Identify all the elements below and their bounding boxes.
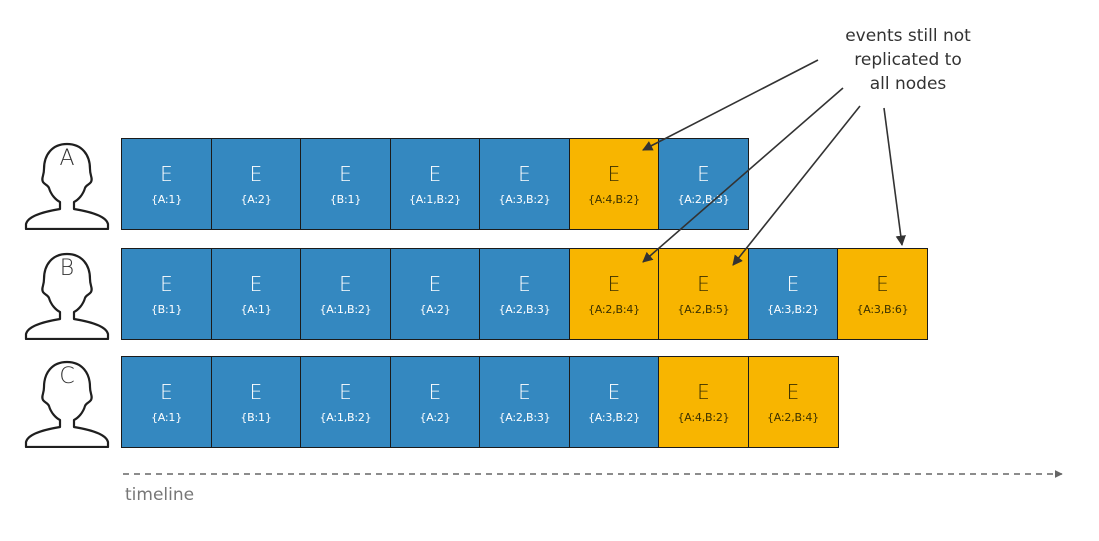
event-letter: E xyxy=(249,271,263,296)
vector-clock: {A:4,B:2} xyxy=(677,410,730,424)
node-label: B xyxy=(59,256,75,281)
vector-clock: {A:3,B:2} xyxy=(498,192,551,206)
event-letter: E xyxy=(160,271,173,296)
vector-clock: {A:2} xyxy=(419,410,451,424)
vector-clock: {B:1} xyxy=(240,410,272,424)
event-cell: E {A:3,B:2} xyxy=(747,248,839,340)
event-letter: E xyxy=(697,161,710,186)
event-cell: E {A:1} xyxy=(121,138,212,230)
event-letter: E xyxy=(428,161,442,186)
event-cell: E {A:2,B:3} xyxy=(479,248,570,340)
vector-clock: {A:3,B:2} xyxy=(767,302,819,316)
node-label: C xyxy=(59,364,75,389)
vector-clock: {A:2,B:3} xyxy=(498,302,551,316)
vector-clock: {A:2,B:4} xyxy=(588,302,640,316)
callout-arrow-a xyxy=(642,59,819,151)
event-letter: E xyxy=(697,271,710,296)
event-letter: E xyxy=(607,161,621,186)
vector-clock: {A:1,B:2} xyxy=(319,302,372,316)
event-letter: E xyxy=(428,379,442,404)
person-icon: C xyxy=(22,356,112,448)
event-letter: E xyxy=(518,271,531,296)
callout-line-2: replicated to xyxy=(854,50,962,70)
vector-clock: {B:1} xyxy=(329,192,362,206)
event-cell-unreplicated: E {A:2,B:5} xyxy=(658,248,749,340)
event-letter: E xyxy=(518,379,531,404)
vector-clock: {A:1,B:2} xyxy=(409,192,461,206)
event-cell: E {A:1} xyxy=(210,248,302,340)
event-letter: E xyxy=(518,161,531,186)
vector-clock: {A:2,B:4} xyxy=(767,410,819,424)
event-letter: E xyxy=(876,271,889,296)
vector-clock: {A:2} xyxy=(240,192,272,206)
event-letter: E xyxy=(160,379,173,404)
vector-clock: {A:1} xyxy=(150,410,183,424)
vector-clock: {A:1} xyxy=(240,302,272,316)
event-cell: E {A:2,B:3} xyxy=(479,356,570,448)
person-icon: A xyxy=(22,138,112,230)
event-cell: E {A:1,B:2} xyxy=(389,138,481,230)
event-cell: E {A:2,B:3} xyxy=(658,138,749,230)
event-cell: E {B:1} xyxy=(121,248,212,340)
vector-clock: {A:1,B:2} xyxy=(319,410,372,424)
event-log-b: E {B:1} E {A:1} E {A:1,B:2} E {A:2} E {A:2,B:… xyxy=(121,248,928,340)
event-cell-unreplicated: E {A:3,B:6} xyxy=(837,248,928,340)
timeline-label: timeline xyxy=(125,485,195,505)
event-cell: E {B:1} xyxy=(210,356,302,448)
callout-line-1: events still not xyxy=(845,26,971,46)
node-row-b: B E {B:1} E {A:1} E {A:1,B:2} E {A:2} E {A:2,… xyxy=(0,248,1099,340)
person-icon: B xyxy=(22,248,112,340)
node-label: A xyxy=(59,146,75,171)
callout-line-3: all nodes xyxy=(869,74,947,94)
event-letter: E xyxy=(428,271,442,296)
event-letter: E xyxy=(786,379,800,404)
event-letter: E xyxy=(607,379,621,404)
event-cell: E {A:1,B:2} xyxy=(300,248,391,340)
vector-clock: {A:3,B:2} xyxy=(588,410,640,424)
event-cell: E {A:1} xyxy=(121,356,212,448)
vector-clock: {A:2,B:3} xyxy=(498,410,551,424)
event-cell-unreplicated: E {A:2,B:4} xyxy=(568,248,660,340)
event-log-a: E {A:1} E {A:2} E {B:1} E {A:1,B:2} E {A:3,B:… xyxy=(121,138,749,230)
event-log-c: E {A:1} E {B:1} E {A:1,B:2} E {A:2} E {A:2,B:… xyxy=(121,356,839,448)
event-letter: E xyxy=(249,161,263,186)
event-letter: E xyxy=(249,379,263,404)
event-cell: E {A:2} xyxy=(210,138,302,230)
vector-clock: {A:2,B:5} xyxy=(677,302,730,316)
vector-clock: {A:2} xyxy=(419,302,451,316)
event-letter: E xyxy=(339,161,352,186)
event-letter: E xyxy=(786,271,800,296)
event-letter: E xyxy=(339,379,352,404)
event-cell: E {A:3,B:2} xyxy=(568,356,660,448)
callout-text: events still not replicated to all nodes xyxy=(808,24,1008,96)
event-cell: E {A:1,B:2} xyxy=(300,356,391,448)
node-row-a: A E {A:1} E {A:2} E {B:1} E {A:1,B:2} E {A:3,… xyxy=(0,138,1099,230)
event-letter: E xyxy=(607,271,621,296)
event-cell: E {A:2} xyxy=(389,356,481,448)
vector-clock: {A:3,B:6} xyxy=(856,302,909,316)
event-cell-unreplicated: E {A:4,B:2} xyxy=(568,138,660,230)
event-letter: E xyxy=(339,271,352,296)
event-cell-unreplicated: E {A:4,B:2} xyxy=(658,356,749,448)
vector-clock: {A:2,B:3} xyxy=(677,192,730,206)
vector-clock: {A:4,B:2} xyxy=(588,192,640,206)
vector-clock: {B:1} xyxy=(150,302,183,316)
vector-clock: {A:1} xyxy=(150,192,183,206)
node-row-c: C E {A:1} E {B:1} E {A:1,B:2} E {A:2} E {A:2,… xyxy=(0,356,1099,448)
event-letter: E xyxy=(160,161,173,186)
event-cell: E {A:2} xyxy=(389,248,481,340)
event-letter: E xyxy=(697,379,710,404)
event-cell: E {A:3,B:2} xyxy=(479,138,570,230)
event-cell: E {B:1} xyxy=(300,138,391,230)
event-cell-unreplicated: E {A:2,B:4} xyxy=(747,356,839,448)
